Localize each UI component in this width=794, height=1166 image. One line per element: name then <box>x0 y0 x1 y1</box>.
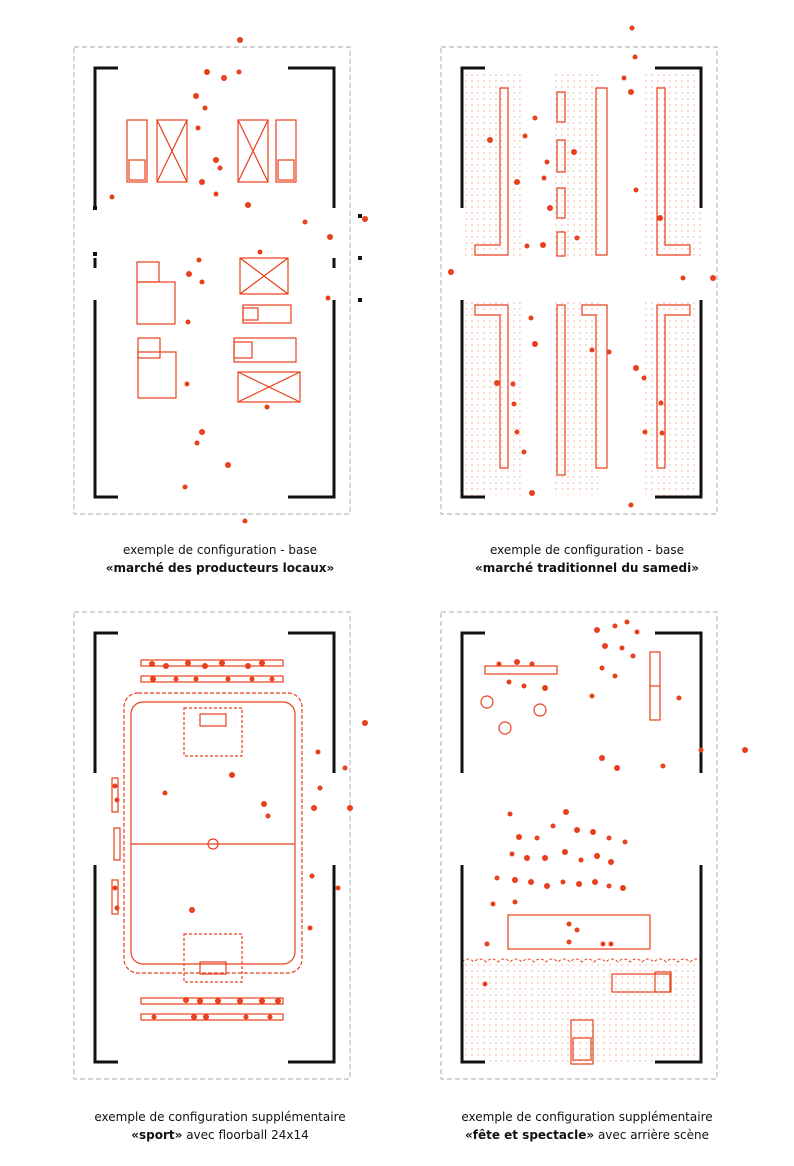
caption-line2: «sport» avec floorball 24x14 <box>50 1126 390 1144</box>
plan-samedi-drawing <box>440 25 718 515</box>
site-boundary <box>73 611 351 1080</box>
market-stalls <box>474 87 691 476</box>
caption-samedi: exemple de configuration - base «marché … <box>417 541 757 577</box>
building-walls <box>93 66 336 499</box>
caption-line2: «fête et spectacle» avec arrière scène <box>417 1126 757 1144</box>
column-marks <box>93 206 362 302</box>
caption-line1: exemple de configuration supplémentaire <box>94 1110 346 1124</box>
site-boundary <box>440 611 718 1080</box>
floorball-field <box>123 692 303 983</box>
caption-title: «marché des producteurs locaux» <box>105 561 335 575</box>
crowd <box>482 619 748 987</box>
caption-title: «marché traditionnel du samedi» <box>475 561 699 575</box>
caption-fete: exemple de configuration supplémentaire … <box>417 1108 757 1144</box>
people-scatter <box>109 37 368 524</box>
spectator-benches <box>111 659 284 1021</box>
caption-suffix: avec arrière scène <box>594 1128 710 1142</box>
plan-producteurs-drawing <box>73 37 368 524</box>
plan-fete <box>397 590 794 1100</box>
plan-samedi <box>397 0 794 530</box>
building-walls <box>460 66 703 499</box>
caption-suffix: avec floorball 24x14 <box>182 1128 309 1142</box>
plan-producteurs <box>0 0 397 530</box>
people-scatter <box>448 25 716 508</box>
market-zones <box>464 70 702 495</box>
building-walls <box>93 631 336 1064</box>
caption-title: «fête et spectacle» <box>464 1128 595 1142</box>
caption-sport: exemple de configuration supplémentaire … <box>50 1108 390 1144</box>
caption-line1: exemple de configuration supplémentaire <box>461 1110 713 1124</box>
caption-line2: «marché traditionnel du samedi» <box>417 559 757 577</box>
plan-sport <box>0 590 397 1100</box>
caption-producteurs: exemple de configuration - base «marché … <box>50 541 390 577</box>
plan-fete-drawing <box>440 611 748 1080</box>
people-scatter <box>112 660 368 1020</box>
caption-line2: «marché des producteurs locaux» <box>50 559 390 577</box>
plan-sport-drawing <box>73 611 368 1080</box>
vendor-trucks-and-stalls <box>126 119 301 403</box>
site-boundary <box>73 46 351 515</box>
caption-title: «sport» <box>131 1128 183 1142</box>
backstage-zone <box>461 958 703 1062</box>
caption-line1: exemple de configuration - base <box>489 543 685 557</box>
building-walls <box>460 631 703 1064</box>
stage-and-furniture <box>480 651 672 1065</box>
caption-line1: exemple de configuration - base <box>122 543 318 557</box>
site-boundary <box>440 46 718 515</box>
